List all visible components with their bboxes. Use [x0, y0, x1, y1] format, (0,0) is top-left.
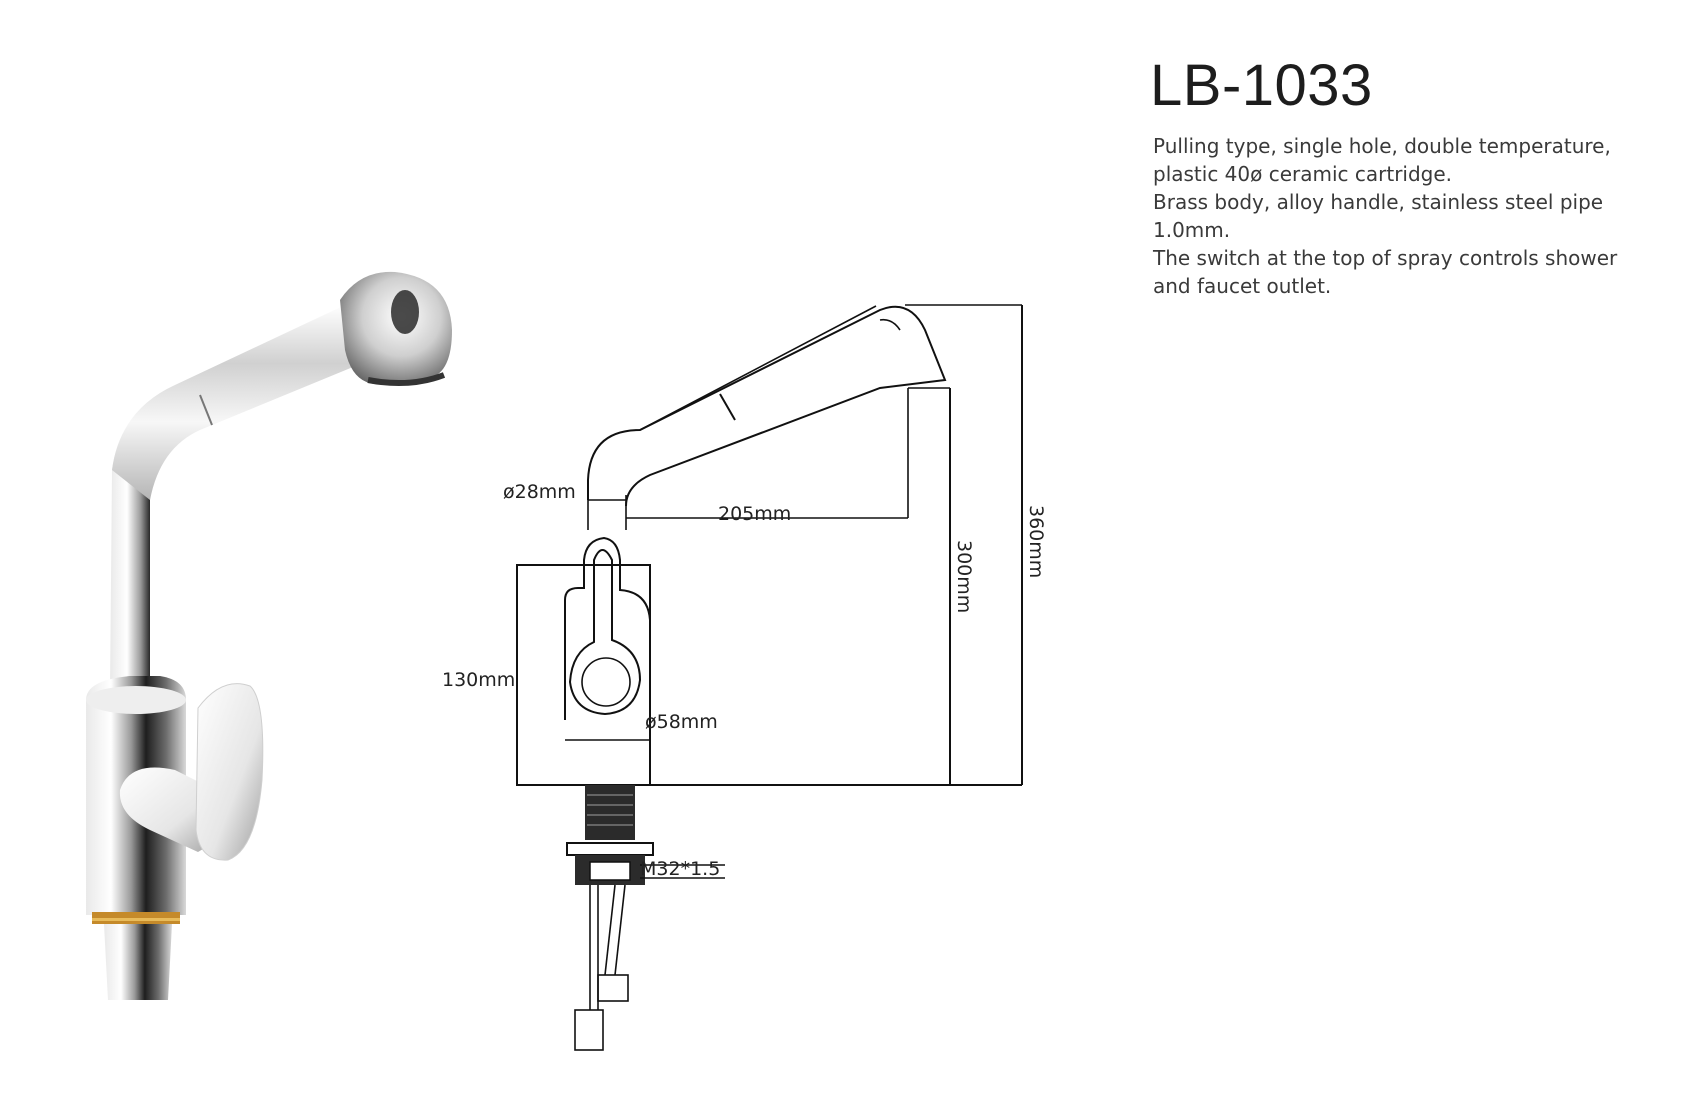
thread-label: M32*1.5 [640, 858, 720, 880]
model-title: LB-1033 [1150, 53, 1373, 118]
spout-outline [587, 305, 947, 507]
reach-label: 205mm [718, 503, 791, 525]
description-line: 1.0mm. [1153, 218, 1231, 242]
description-line: and faucet outlet. [1153, 274, 1332, 298]
description-line: Pulling type, single hole, double temper… [1153, 134, 1611, 158]
base-height-label: 130mm [442, 669, 515, 691]
product-description: Pulling type, single hole, double temper… [1153, 132, 1673, 300]
spout-diameter-label: ø28mm [503, 481, 576, 503]
spout-height-label: 300mm [953, 540, 975, 613]
total-height-label: 360mm [1025, 505, 1047, 578]
base-diameter-label: ø58mm [645, 711, 718, 733]
description-line: plastic 40ø ceramic cartridge. [1153, 162, 1453, 186]
description-line: The switch at the top of spray controls … [1153, 246, 1618, 270]
description-line: Brass body, alloy handle, stainless stee… [1153, 190, 1604, 214]
